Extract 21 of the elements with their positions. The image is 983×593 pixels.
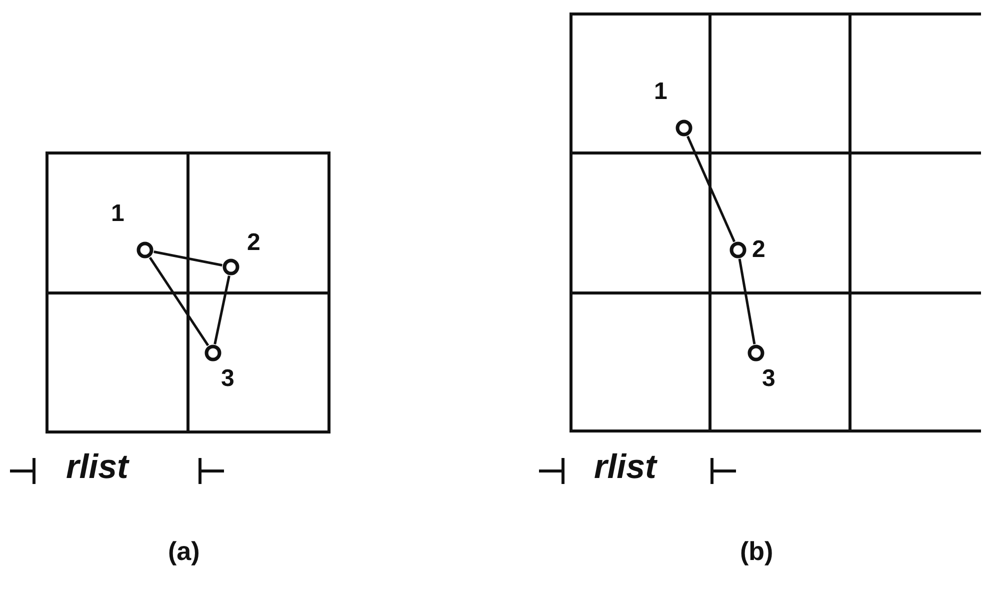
point-marker: [222, 258, 240, 276]
connector-line: [738, 258, 756, 344]
point-number: 1: [654, 80, 668, 104]
point-number: 2: [247, 231, 260, 255]
panel-label: (a): [168, 538, 200, 564]
dimension-label: rlist: [66, 450, 128, 484]
connector-line: [148, 256, 210, 346]
point-number: 3: [221, 367, 234, 391]
point-marker: [204, 344, 222, 362]
point-marker: [675, 119, 693, 137]
point-marker: [747, 344, 765, 362]
panel-label: (b): [740, 538, 774, 564]
connector-line: [214, 276, 230, 344]
dimension-label: rlist: [594, 450, 656, 484]
point-number: 1: [111, 202, 124, 226]
point-marker: [729, 241, 747, 259]
point-number: 3: [762, 367, 776, 391]
connector-line: [686, 136, 736, 242]
point-marker: [136, 241, 154, 259]
point-number: 2: [752, 238, 766, 262]
connector-line: [154, 250, 222, 266]
